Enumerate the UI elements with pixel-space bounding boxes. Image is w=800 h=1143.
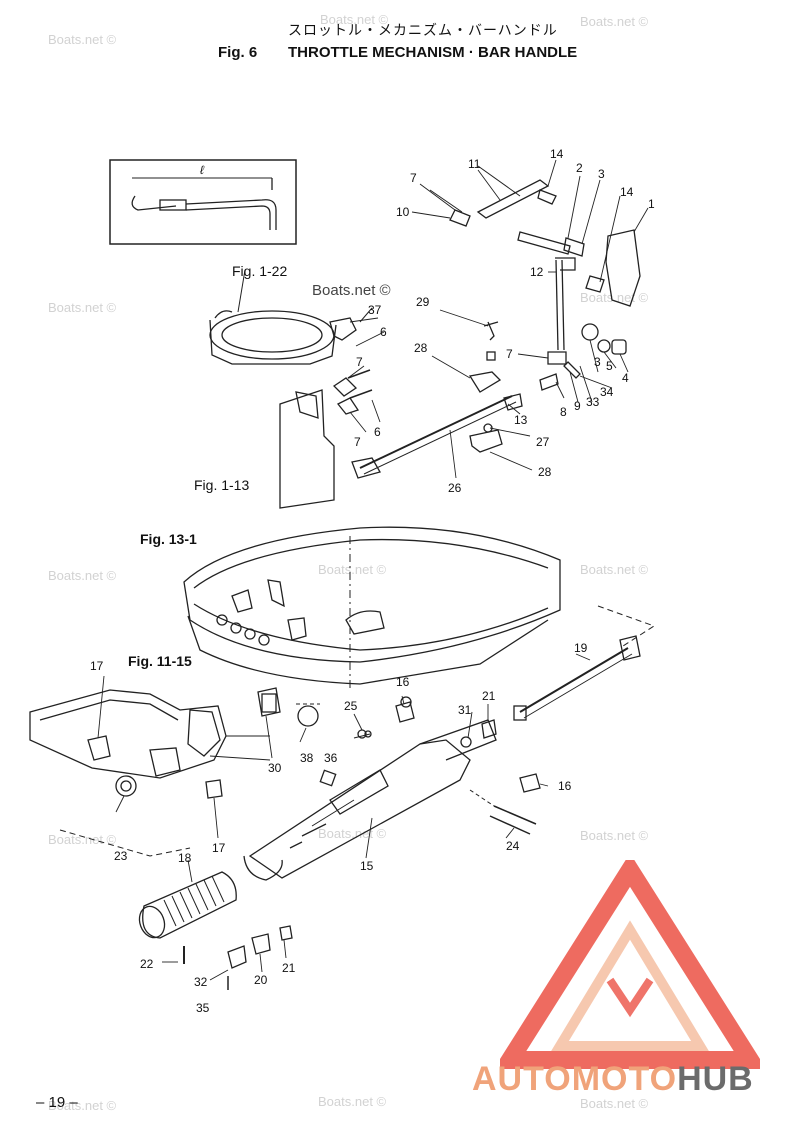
callout-2: 2 bbox=[576, 161, 583, 175]
watermark: Boats.net © bbox=[318, 562, 387, 577]
callout-11: 11 bbox=[468, 157, 481, 171]
watermark: Boats.net © bbox=[48, 300, 117, 315]
inset-box bbox=[109, 159, 297, 245]
callout-7b: 7 bbox=[356, 355, 363, 369]
watermark: Boats.net © bbox=[48, 568, 117, 583]
figure-title: THROTTLE MECHANISM · BAR HANDLE bbox=[288, 44, 578, 61]
watermark: Boats.net © bbox=[48, 832, 117, 847]
figure-reference: Fig. 1-13 bbox=[194, 477, 250, 493]
callout-7c: 7 bbox=[506, 347, 513, 361]
callout-33: 33 bbox=[586, 395, 600, 409]
bar-handle-illustration bbox=[243, 719, 497, 881]
figure-reference: Fig. 1-22 bbox=[232, 263, 288, 279]
callout-19: 19 bbox=[574, 641, 588, 655]
callout-23: 23 bbox=[114, 849, 128, 863]
bolts-illustration bbox=[357, 696, 541, 835]
callout-4: 4 bbox=[622, 371, 629, 385]
swivel-bracket-illustration bbox=[29, 689, 271, 857]
watermark: Boats.net © bbox=[48, 32, 117, 47]
callout-30: 30 bbox=[268, 761, 282, 775]
throttle-parts-illustration bbox=[257, 687, 337, 787]
logo-wordmark: AUTOMOTOHUB bbox=[472, 1060, 754, 1099]
callout-38: 38 bbox=[300, 751, 314, 765]
callout-22: 22 bbox=[140, 957, 154, 971]
callout-37: 37 bbox=[368, 303, 382, 317]
callout-35: 35 bbox=[196, 1001, 210, 1015]
callout-3b: 3 bbox=[594, 355, 601, 369]
logo-part-hub: HUB bbox=[677, 1060, 754, 1098]
callout-9: 9 bbox=[574, 399, 581, 413]
automotohub-logo-icon bbox=[500, 860, 760, 1069]
callout-14b: 14 bbox=[620, 185, 634, 199]
callout-32: 32 bbox=[194, 975, 208, 989]
watermark: Boats.net © bbox=[320, 12, 389, 27]
figure-reference: Fig. 13-1 bbox=[140, 531, 197, 547]
watermark: Boats.net © bbox=[580, 1096, 649, 1111]
callout-1: 1 bbox=[648, 197, 655, 211]
callout-21b: 21 bbox=[282, 961, 296, 975]
callout-12: 12 bbox=[530, 265, 544, 279]
leader-lines bbox=[97, 159, 649, 981]
watermark: Boats.net © bbox=[580, 828, 649, 843]
callout-34: 34 bbox=[600, 385, 614, 399]
callout-8: 8 bbox=[560, 405, 567, 419]
figure-reference: Fig. 11-15 bbox=[128, 653, 192, 669]
callout-5: 5 bbox=[606, 359, 613, 373]
callout-16b: 16 bbox=[558, 779, 572, 793]
callout-inset-l: ℓ bbox=[200, 163, 204, 177]
callout-10: 10 bbox=[396, 205, 410, 219]
callout-7: 7 bbox=[410, 171, 417, 185]
callout-26: 26 bbox=[448, 481, 462, 495]
callout-31: 31 bbox=[458, 703, 472, 717]
watermark: Boats.net © bbox=[580, 14, 649, 29]
figure-number: Fig. 6 bbox=[218, 44, 258, 61]
callout-21: 21 bbox=[482, 689, 496, 703]
japanese-title: スロットル・メカニズム・バーハンドル bbox=[288, 23, 558, 39]
shaft-illustration bbox=[513, 605, 656, 721]
callout-6b: 6 bbox=[374, 425, 381, 439]
callout-18: 18 bbox=[178, 851, 192, 865]
watermark: Boats.net © bbox=[312, 282, 391, 299]
cowling-illustration bbox=[183, 526, 561, 690]
callout-17b: 17 bbox=[212, 841, 226, 855]
callout-13: 13 bbox=[514, 413, 528, 427]
page-number: – 19 – bbox=[36, 1094, 78, 1111]
callout-17: 17 bbox=[90, 659, 104, 673]
callout-3: 3 bbox=[598, 167, 605, 181]
watermark: Boats.net © bbox=[580, 562, 649, 577]
callout-28: 28 bbox=[414, 341, 428, 355]
callout-24: 24 bbox=[506, 839, 520, 853]
callout-25: 25 bbox=[344, 699, 358, 713]
grip-illustration bbox=[138, 871, 293, 990]
callout-6: 6 bbox=[380, 325, 387, 339]
callout-15: 15 bbox=[360, 859, 374, 873]
callout-16: 16 bbox=[396, 675, 410, 689]
watermark: Boats.net © bbox=[48, 1098, 117, 1113]
bracket-illustration bbox=[279, 307, 373, 509]
callout-14: 14 bbox=[550, 147, 564, 161]
callout-27: 27 bbox=[536, 435, 550, 449]
callout-7d: 7 bbox=[354, 435, 361, 449]
callout-29: 29 bbox=[416, 295, 430, 309]
logo-part-automoto: AUTOMOTO bbox=[472, 1060, 678, 1098]
ring-mount-illustration bbox=[209, 269, 337, 365]
callout-28b: 28 bbox=[538, 465, 552, 479]
watermark: Boats.net © bbox=[318, 1094, 387, 1109]
callout-20: 20 bbox=[254, 973, 268, 987]
callout-36: 36 bbox=[324, 751, 338, 765]
